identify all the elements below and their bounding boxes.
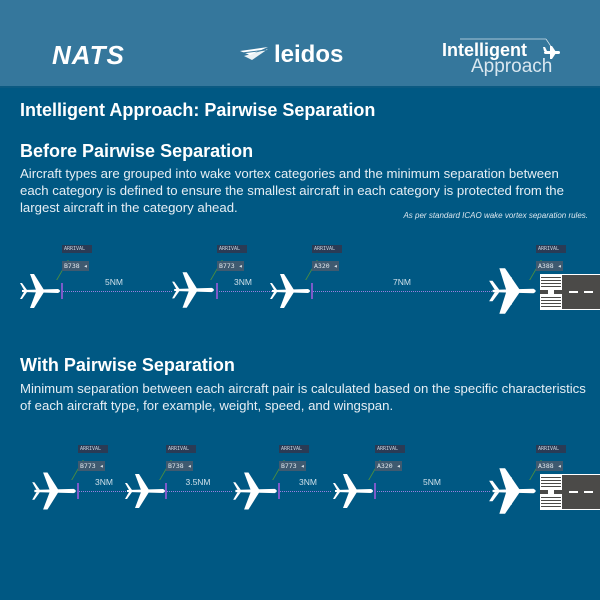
flight-tag: ARRIVAL B738 ◂ [166, 445, 196, 472]
paper-plane-icon [240, 47, 268, 60]
ia-line2: Approach [471, 56, 553, 77]
runway-icon [540, 474, 600, 510]
tag-type: B773 ◂ [217, 261, 245, 271]
leidos-logo: leidos [240, 40, 343, 70]
airplane-icon [489, 468, 536, 514]
tag-type: A388 ◂ [536, 261, 564, 271]
nats-logo: NATS [52, 40, 125, 70]
ia-line1: Intelligent [442, 40, 527, 60]
airplane-icon [333, 474, 373, 508]
separation-marker [374, 483, 376, 499]
tag-status: ARRIVAL [62, 245, 92, 253]
with-description: Minimum separation between each aircraft… [20, 381, 586, 413]
flight-tag: ARRIVAL B773 ◂ [279, 445, 309, 472]
separation-line [62, 291, 172, 292]
separation-marker [61, 283, 63, 299]
flight-tag: ARRIVAL A320 ◂ [312, 245, 342, 272]
separation-line [312, 291, 492, 292]
tag-type: A320 ◂ [375, 461, 403, 471]
flight-tag: ARRIVAL A320 ◂ [375, 445, 405, 472]
airplane-icon [172, 272, 214, 308]
airplane-icon [489, 268, 536, 314]
tag-status: ARRIVAL [217, 245, 247, 253]
flight-tag: ARRIVAL B773 ◂ [78, 445, 108, 472]
airplane-icon [125, 474, 165, 508]
page-title: Intelligent Approach: Pairwise Separatio… [20, 100, 376, 120]
airplane-icon [32, 472, 76, 510]
approach-path-icon [460, 38, 560, 59]
tag-status: ARRIVAL [536, 445, 566, 453]
separation-line [166, 491, 232, 492]
flight-tag: ARRIVAL B738 ◂ [62, 245, 92, 272]
tag-type: B738 ◂ [62, 261, 90, 271]
before-description: Aircraft types are grouped into wake vor… [20, 166, 564, 215]
separation-line [375, 491, 490, 492]
separation-marker [77, 483, 79, 499]
separation-line [78, 491, 126, 492]
distance-label: 3NM [234, 277, 252, 287]
runway-icon [540, 274, 600, 310]
airplane-icon [20, 274, 60, 308]
flight-tag: ARRIVAL A388 ◂ [536, 245, 566, 272]
distance-label: 3NM [299, 477, 317, 487]
header-banner: NATS leidos Intelligent Approach [0, 0, 600, 88]
tag-type: B773 ◂ [279, 461, 307, 471]
leidos-wordmark: leidos [274, 41, 344, 68]
separation-marker [278, 483, 280, 499]
distance-label: 7NM [393, 277, 411, 287]
before-title: Before Pairwise Separation [20, 141, 254, 161]
tag-status: ARRIVAL [536, 245, 566, 253]
tag-status: ARRIVAL [312, 245, 342, 253]
separation-marker [165, 483, 167, 499]
with-lane: 3NM 3.5NM 3NM 5NM ARRIVAL B773 ◂ ARRIVAL… [0, 440, 600, 520]
before-lane: 5NM 3NM 7NM ARRIVAL B738 ◂ ARRIVAL B773 … [0, 240, 600, 320]
flight-tag: ARRIVAL A388 ◂ [536, 445, 566, 472]
tag-type: B738 ◂ [166, 461, 194, 471]
tag-status: ARRIVAL [279, 445, 309, 453]
distance-label: 5NM [423, 477, 441, 487]
tag-status: ARRIVAL [166, 445, 196, 453]
tag-type: A388 ◂ [536, 461, 564, 471]
flight-tag: ARRIVAL B773 ◂ [217, 245, 247, 272]
distance-label: 5NM [105, 277, 123, 287]
tag-type: B773 ◂ [78, 461, 106, 471]
icao-note: As per standard ICAO wake vortex separat… [403, 211, 588, 220]
tag-status: ARRIVAL [375, 445, 405, 453]
distance-label: 3NM [95, 477, 113, 487]
airplane-icon [233, 472, 277, 510]
tag-status: ARRIVAL [78, 445, 108, 453]
airplane-icon [270, 274, 310, 308]
tag-type: A320 ◂ [312, 261, 340, 271]
separation-marker [311, 283, 313, 299]
separation-marker [216, 283, 218, 299]
separation-line [279, 491, 331, 492]
intelligent-approach-logo: Intelligent Approach [438, 36, 568, 82]
with-title: With Pairwise Separation [20, 355, 235, 375]
separation-line [217, 291, 272, 292]
distance-label: 3.5NM [185, 477, 211, 487]
